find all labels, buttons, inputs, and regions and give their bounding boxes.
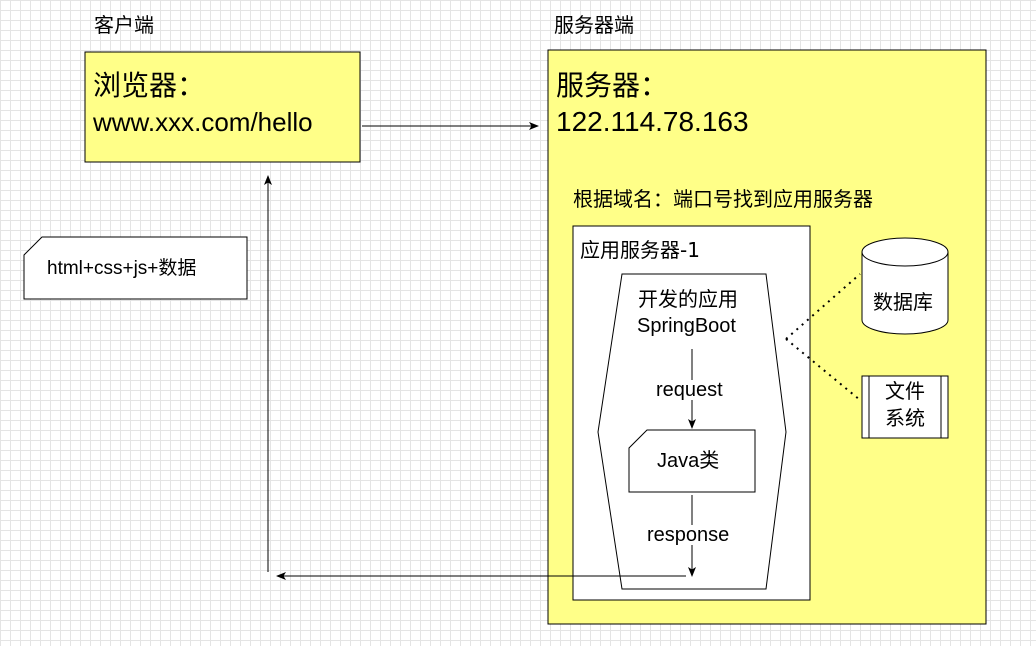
server-ip: 122.114.78.163 xyxy=(556,106,749,137)
filesystem-box xyxy=(861,375,949,439)
payload-card xyxy=(23,236,248,300)
server-label: 服务器： xyxy=(556,69,669,102)
database-label: 数据库 xyxy=(873,290,933,314)
java-class-card xyxy=(628,429,756,493)
response-label: response xyxy=(646,524,731,546)
filesystem-line2: 系统 xyxy=(885,406,925,430)
java-class-label: Java类 xyxy=(657,450,720,472)
database-cylinder xyxy=(861,237,949,335)
server-heading: 服务器端 xyxy=(554,13,634,37)
request-label: request xyxy=(655,379,724,401)
browser-box xyxy=(84,51,361,163)
app-line1: 开发的应用 xyxy=(638,287,738,311)
fs-connector xyxy=(785,338,861,401)
app-server-title: 应用服务器-1 xyxy=(580,238,700,262)
filesystem-line1: 文件 xyxy=(885,379,925,403)
browser-url: www.xxx.com/hello xyxy=(93,107,313,137)
app-line2: SpringBoot xyxy=(637,315,736,337)
lookup-text: 根据域名：端口号找到应用服务器 xyxy=(573,187,873,211)
client-heading: 客户端 xyxy=(94,13,154,37)
db-connector xyxy=(785,273,861,340)
browser-label: 浏览器： xyxy=(93,69,206,102)
payload-label: html+css+js+数据 xyxy=(47,258,197,279)
